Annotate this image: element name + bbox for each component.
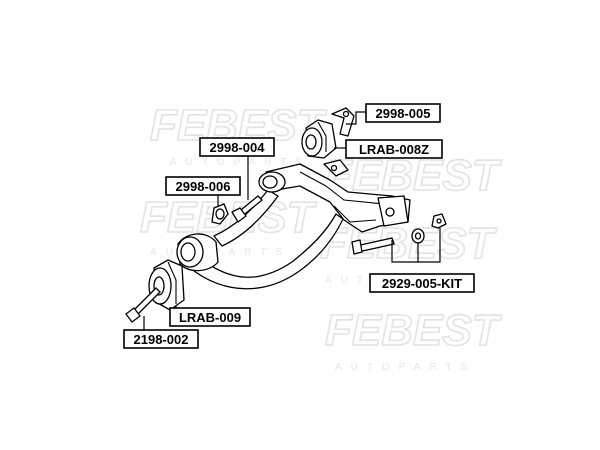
callout-lrab-009: LRAB-009 bbox=[169, 307, 251, 327]
callout-label-2929-005-kit: 2929-005-KIT bbox=[382, 276, 462, 291]
part-2998-005 bbox=[331, 107, 355, 137]
watermark-sub-2: AUTOPARTS bbox=[150, 247, 291, 258]
callout-label-2998-004: 2998-004 bbox=[210, 140, 266, 155]
watermark-sub-5: AUTOPARTS bbox=[335, 362, 476, 373]
callout-2998-006: 2998-006 bbox=[165, 176, 241, 196]
callout-label-2998-006: 2998-006 bbox=[176, 179, 231, 194]
callout-label-lrab-009: LRAB-009 bbox=[179, 310, 241, 325]
part-2998-006 bbox=[211, 203, 229, 225]
callout-label-2998-005: 2998-005 bbox=[376, 106, 431, 121]
callout-2929-005-kit: 2929-005-KIT bbox=[369, 273, 475, 293]
callout-label-lrab-008z: LRAB-008Z bbox=[359, 142, 429, 157]
part-2998-004 bbox=[231, 195, 263, 223]
watermark-brand-5: FEBEST bbox=[325, 306, 502, 355]
control-arm bbox=[176, 159, 411, 290]
part-2929-005-kit bbox=[351, 213, 447, 255]
callout-label-2198-002: 2198-002 bbox=[134, 332, 189, 347]
callout-2198-002: 2198-002 bbox=[123, 329, 199, 349]
callout-lrab-008z: LRAB-008Z bbox=[345, 139, 443, 159]
part-2198-002 bbox=[125, 287, 161, 323]
watermark-sub-1: AUTOPARTS bbox=[170, 157, 311, 168]
part-lrab-008z bbox=[301, 119, 337, 159]
callout-2998-005: 2998-005 bbox=[365, 103, 441, 123]
callout-2998-004: 2998-004 bbox=[199, 137, 275, 157]
part-lrab-009 bbox=[148, 259, 185, 311]
watermark-brand-4: FEBEST bbox=[320, 219, 497, 268]
